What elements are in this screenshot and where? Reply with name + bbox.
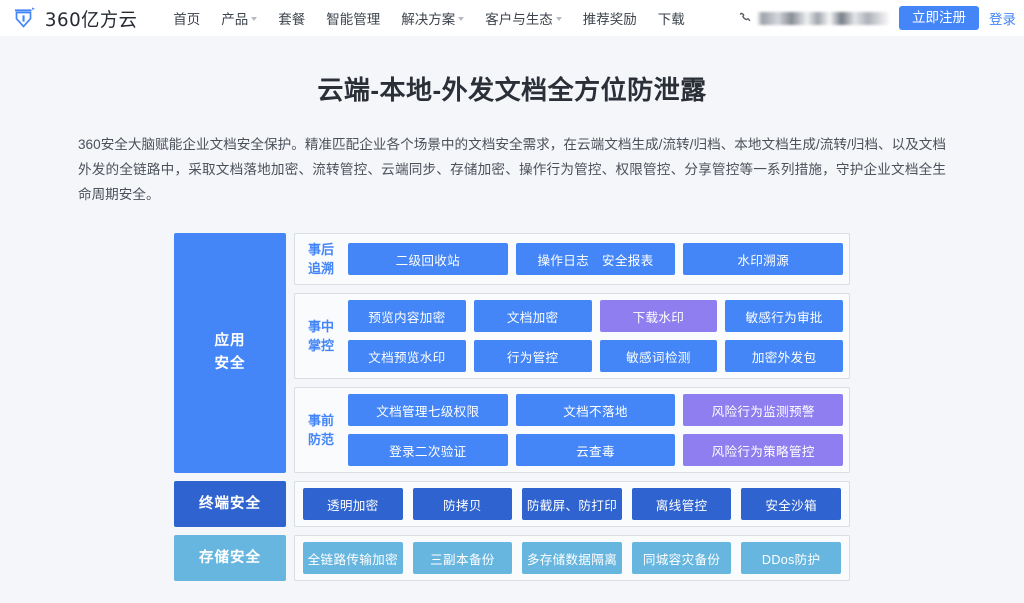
chip-anti-screenshot-anti-print[interactable]: 防截屏、防打印 (522, 488, 622, 520)
chip-risk-behavior-policy-control[interactable]: 风险行为策略管控 (683, 434, 844, 466)
band-label-terminal-security: 终端安全 (174, 481, 286, 527)
security-architecture-diagram: 应用 安全 事后 追溯 二级回收站 操作日志 安全报表 水印溯源 (174, 233, 850, 581)
chip-encrypted-outbound-package[interactable]: 加密外发包 (725, 340, 843, 372)
group-rows: 预览内容加密 文档加密 下载水印 敏感行为审批 文档预览水印 行为管控 敏感词检… (348, 300, 843, 372)
nav-item-label: 推荐奖励 (582, 12, 637, 27)
group-label-line1: 事前 (307, 413, 334, 428)
chip-row: 文档预览水印 行为管控 敏感词检测 加密外发包 (348, 340, 843, 372)
chip-three-replica-backup[interactable]: 三副本备份 (412, 542, 513, 574)
band-label-storage-security: 存储安全 (174, 535, 286, 581)
band-groups: 全链路传输加密 三副本备份 多存储数据隔离 同城容灾备份 DDos防护 (294, 535, 850, 581)
nav-item-packages[interactable]: 套餐 (278, 8, 305, 28)
phone-number-redacted (757, 11, 889, 25)
logo-text: 360亿方云 (44, 8, 138, 31)
nav-item-home[interactable]: 首页 (173, 8, 200, 28)
chip-sensitive-word-detection[interactable]: 敏感词检测 (599, 340, 718, 372)
chip-seven-level-permissions[interactable]: 文档管理七级权限 (348, 394, 508, 426)
chip-document-encryption[interactable]: 文档加密 (473, 300, 592, 332)
band-storage-security: 存储安全 全链路传输加密 三副本备份 多存储数据隔离 同城容灾备份 DDos防护 (174, 535, 850, 581)
nav-item-label: 智能管理 (326, 12, 381, 27)
chip-login-two-factor-verification[interactable]: 登录二次验证 (348, 434, 508, 466)
group-label: 事中 掌控 (301, 317, 341, 355)
chip-behavior-control[interactable]: 行为管控 (473, 340, 592, 372)
band-terminal-security: 终端安全 透明加密 防拷贝 防截屏、防打印 离线管控 安全沙箱 (174, 481, 850, 527)
group-pre-incident-prevention: 事前 防范 文档管理七级权限 文档不落地 风险行为监测预警 登录二次验证 云查毒… (294, 387, 850, 473)
chip-document-preview-watermark[interactable]: 文档预览水印 (348, 340, 466, 372)
band-groups: 透明加密 防拷贝 防截屏、防打印 离线管控 安全沙箱 (294, 481, 850, 527)
chip-operation-log-security-report[interactable]: 操作日志 安全报表 (515, 243, 676, 275)
group-post-incident-traceability: 事后 追溯 二级回收站 操作日志 安全报表 水印溯源 (294, 233, 850, 285)
group-label-line1: 事中 (307, 319, 334, 334)
page-description: 360安全大脑赋能企业文档安全保护。精准匹配企业各个场景中的文档安全需求，在云端… (78, 137, 946, 202)
chip-offline-control[interactable]: 离线管控 (631, 488, 732, 520)
chip-sensitive-behavior-approval[interactable]: 敏感行为审批 (725, 300, 843, 332)
chip-cloud-virus-scan[interactable]: 云查毒 (515, 434, 676, 466)
chip-transparent-encryption[interactable]: 透明加密 (303, 488, 403, 520)
group-in-process-control: 事中 掌控 预览内容加密 文档加密 下载水印 敏感行为审批 文档预览水印 行为管… (294, 293, 850, 379)
nav-links: 首页 产品 套餐 智能管理 解决方案 客户与生态 推荐奖励 下载 (173, 8, 685, 28)
nav-item-label: 套餐 (278, 12, 306, 27)
page-title: 云端-本地-外发文档全方位防泄露 (317, 75, 707, 105)
chip-risk-behavior-monitoring-alert[interactable]: 风险行为监测预警 (683, 394, 844, 426)
group-terminal-features: 透明加密 防拷贝 防截屏、防打印 离线管控 安全沙箱 (294, 481, 850, 527)
site-logo[interactable]: 360亿方云 (14, 5, 139, 32)
chip-secondary-recycle-bin[interactable]: 二级回收站 (348, 243, 508, 275)
nav-item-label: 客户与生态 (485, 12, 553, 27)
group-label-line2: 掌控 (307, 338, 334, 353)
chip-ddos-protection[interactable]: DDos防护 (741, 542, 841, 574)
chip-same-city-disaster-recovery-backup[interactable]: 同城容灾备份 (631, 542, 732, 574)
band-label-application-security: 应用 安全 (174, 233, 286, 473)
chip-full-link-transmission-encryption[interactable]: 全链路传输加密 (303, 542, 403, 574)
group-label-line2: 追溯 (307, 261, 334, 276)
nav-item-solutions[interactable]: 解决方案 (401, 8, 465, 28)
band-groups: 事后 追溯 二级回收站 操作日志 安全报表 水印溯源 事中 掌控 (294, 233, 850, 473)
chevron-down-icon (555, 17, 562, 21)
nav-item-products[interactable]: 产品 (221, 8, 258, 28)
chevron-down-icon (251, 17, 258, 21)
chip-row: 全链路传输加密 三副本备份 多存储数据隔离 同城容灾备份 DDos防护 (303, 542, 841, 574)
shield-arrow-logo-icon (14, 6, 36, 30)
register-button[interactable]: 立即注册 (899, 5, 979, 31)
chip-row: 透明加密 防拷贝 防截屏、防打印 离线管控 安全沙箱 (303, 488, 841, 520)
band-label-line2: 安全 (214, 356, 246, 372)
hero-section: 云端-本地-外发文档全方位防泄露 360安全大脑赋能企业文档安全保护。精准匹配企… (0, 36, 1024, 207)
band-application-security: 应用 安全 事后 追溯 二级回收站 操作日志 安全报表 水印溯源 (174, 233, 850, 473)
nav-item-label: 下载 (657, 12, 685, 27)
chip-security-sandbox[interactable]: 安全沙箱 (741, 488, 841, 520)
nav-item-referral-rewards[interactable]: 推荐奖励 (583, 8, 637, 28)
nav-right-actions: 立即注册 登录 (739, 5, 1016, 31)
chip-multi-storage-data-isolation[interactable]: 多存储数据隔离 (522, 542, 622, 574)
group-rows: 二级回收站 操作日志 安全报表 水印溯源 (348, 243, 844, 275)
group-storage-features: 全链路传输加密 三副本备份 多存储数据隔离 同城容灾备份 DDos防护 (294, 535, 850, 581)
chip-row: 二级回收站 操作日志 安全报表 水印溯源 (348, 243, 844, 275)
phone-icon (739, 12, 752, 25)
chip-row: 预览内容加密 文档加密 下载水印 敏感行为审批 (348, 300, 843, 332)
chip-anti-copy[interactable]: 防拷贝 (412, 488, 513, 520)
group-label: 事前 防范 (301, 411, 341, 449)
band-label-line1: 应用 (214, 333, 246, 349)
chip-no-local-document-landing[interactable]: 文档不落地 (515, 394, 676, 426)
nav-item-customers-ecosystem[interactable]: 客户与生态 (485, 8, 562, 28)
nav-item-label: 首页 (173, 12, 201, 27)
chevron-down-icon (458, 17, 465, 21)
chip-preview-content-encryption[interactable]: 预览内容加密 (348, 300, 466, 332)
nav-item-smart-management[interactable]: 智能管理 (326, 8, 380, 28)
nav-item-download[interactable]: 下载 (658, 8, 685, 28)
chip-row: 文档管理七级权限 文档不落地 风险行为监测预警 (348, 394, 844, 426)
login-link[interactable]: 登录 (989, 12, 1016, 27)
chip-download-watermark[interactable]: 下载水印 (599, 300, 718, 332)
contact-phone (739, 11, 889, 25)
top-navigation-bar: 360亿方云 首页 产品 套餐 智能管理 解决方案 客户与生态 推荐奖励 下载 (0, 0, 1024, 36)
group-rows: 文档管理七级权限 文档不落地 风险行为监测预警 登录二次验证 云查毒 风险行为策… (348, 394, 844, 466)
group-label: 事后 追溯 (301, 240, 341, 278)
nav-item-label: 产品 (221, 12, 249, 27)
group-label-line1: 事后 (307, 242, 334, 257)
group-label-line2: 防范 (307, 432, 334, 447)
chip-row: 登录二次验证 云查毒 风险行为策略管控 (348, 434, 844, 466)
chip-watermark-tracing[interactable]: 水印溯源 (683, 243, 844, 275)
nav-item-label: 解决方案 (401, 12, 456, 27)
